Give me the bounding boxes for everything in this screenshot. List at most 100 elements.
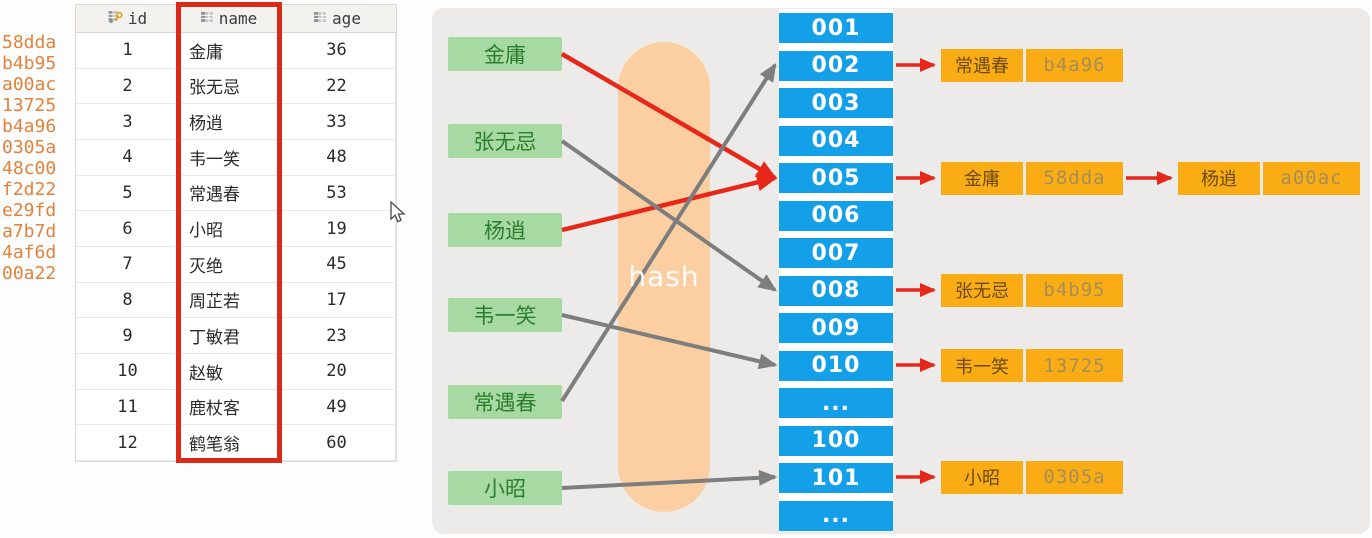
chain-name-box: 金庸 [941, 161, 1023, 195]
chain-name-box: 张无忌 [941, 273, 1023, 307]
column-icon [200, 9, 214, 28]
bucket-box: 101 [779, 463, 893, 493]
column-header-id[interactable]: id [76, 5, 180, 32]
cell-age[interactable]: 45 [278, 247, 396, 283]
cell-id[interactable]: 7 [76, 247, 180, 283]
cell-name[interactable]: 鹤笔翁 [180, 425, 278, 461]
bucket-box: 001 [779, 13, 893, 43]
cell-id[interactable]: 10 [76, 354, 180, 390]
cell-age[interactable]: 19 [278, 211, 396, 247]
column-header-label: age [332, 9, 361, 28]
column-header-label: name [218, 9, 258, 28]
row-hash-label: e29fd [2, 200, 57, 221]
arrow-xiaozhao-to-101 [561, 469, 778, 490]
chain-hash-box: 13725 [1026, 349, 1123, 382]
bucket-box: 006 [779, 200, 893, 231]
hash-diagram-panel: 金庸 张无忌 杨逍 韦一笑 常遇春 小昭 001 002 003 004 005… [432, 8, 1370, 534]
cell-name[interactable]: 鹿杖客 [180, 389, 278, 426]
row-hash-label: 4af6d [2, 242, 57, 263]
bucket-box: 009 [779, 313, 893, 343]
cell-name[interactable]: 赵敏 [180, 354, 278, 390]
cell-age[interactable]: 20 [278, 354, 396, 390]
row-hash-label: 48c00 [2, 158, 57, 179]
chain-name-box: 韦一笑 [941, 349, 1023, 382]
primary-key-icon [108, 9, 123, 28]
chain-hash-box: b4a96 [1026, 48, 1123, 82]
bucket-box: 003 [779, 88, 893, 118]
hash-function-label: hash [628, 260, 700, 293]
row-hash-label: b4a96 [2, 116, 57, 137]
cell-age[interactable]: 60 [278, 425, 396, 461]
bucket-box: 100 [779, 425, 893, 456]
bucket-box: 002 [779, 50, 893, 81]
cell-id[interactable]: 8 [76, 282, 180, 319]
input-name-box: 常遇春 [448, 385, 562, 419]
bucket-box: 004 [779, 125, 893, 156]
cell-age[interactable]: 48 [278, 140, 396, 176]
table-header-row: id name [76, 5, 396, 33]
row-hash-label: 13725 [2, 95, 57, 116]
cell-id[interactable]: 1 [76, 33, 180, 69]
column-icon [313, 9, 327, 28]
chain-name-box: 常遇春 [941, 48, 1023, 82]
row-hash-label: b4b95 [2, 53, 57, 74]
column-header-age[interactable]: age [278, 5, 396, 32]
cell-age[interactable]: 33 [278, 104, 396, 140]
bucket-box: 005 [779, 163, 893, 193]
cell-id[interactable]: 2 [76, 68, 180, 105]
cell-id[interactable]: 12 [76, 425, 180, 461]
input-name-box: 小昭 [448, 471, 562, 505]
cell-age[interactable]: 17 [278, 282, 396, 319]
chain-name-box: 杨逍 [1178, 161, 1260, 195]
bucket-box: 010 [779, 350, 893, 381]
row-hash-label: 58dda [2, 32, 57, 53]
bucket-box: ... [779, 500, 893, 531]
input-name-box: 韦一笑 [448, 298, 562, 332]
cell-id[interactable]: 6 [76, 211, 180, 247]
cell-id[interactable]: 5 [76, 175, 180, 212]
chain-hash-box: a00ac [1263, 161, 1360, 195]
input-name-box: 杨逍 [448, 213, 562, 247]
row-hash-label: a00ac [2, 74, 57, 95]
arrow-changyuchun-to-002 [560, 62, 777, 403]
cell-id[interactable]: 11 [76, 389, 180, 426]
column-header-label: id [127, 9, 148, 28]
arrow-layer [560, 52, 1174, 490]
bucket-box: ... [779, 388, 893, 418]
chain-hash-box: 58dda [1026, 161, 1123, 195]
cell-name[interactable]: 金庸 [180, 33, 278, 69]
cell-age[interactable]: 53 [278, 175, 396, 212]
arrow-weiyixiao-to-010 [561, 313, 778, 370]
column-header-name[interactable]: name [180, 5, 278, 32]
cell-id[interactable]: 4 [76, 140, 180, 176]
database-table: id name [75, 4, 397, 462]
row-hash-label: 0305a [2, 137, 57, 158]
cell-name[interactable]: 周芷若 [180, 282, 278, 319]
table-body: 1 金庸 36 2 张无忌 22 3 杨逍 33 4 韦一笑 48 5 常遇春 … [76, 33, 396, 461]
cell-age[interactable]: 22 [278, 68, 396, 105]
input-name-box: 金庸 [448, 37, 562, 71]
cell-name[interactable]: 韦一笑 [180, 140, 278, 176]
cell-name[interactable]: 杨逍 [180, 104, 278, 140]
hash-function-shape [618, 42, 710, 512]
cell-age[interactable]: 49 [278, 389, 396, 426]
cell-age[interactable]: 23 [278, 318, 396, 354]
chain-hash-box: b4b95 [1026, 273, 1123, 307]
cell-name[interactable]: 常遇春 [180, 175, 278, 212]
cell-name[interactable]: 丁敏君 [180, 318, 278, 354]
input-name-box: 张无忌 [448, 124, 562, 158]
bucket-box: 007 [779, 238, 893, 268]
row-hash-label: 00a22 [2, 263, 57, 284]
cell-name[interactable]: 小昭 [180, 211, 278, 247]
arrow-yangxiao-to-005 [561, 173, 778, 233]
cell-id[interactable]: 9 [76, 318, 180, 354]
cell-age[interactable]: 36 [278, 33, 396, 69]
cell-name[interactable]: 张无忌 [180, 68, 278, 105]
row-hash-label: a7b7d [2, 221, 57, 242]
arrow-zhangwuji-to-008 [560, 139, 777, 292]
chain-name-box: 小昭 [941, 460, 1023, 494]
arrow-jinyong-to-005 [560, 52, 778, 180]
cell-name[interactable]: 灭绝 [180, 247, 278, 283]
cell-id[interactable]: 3 [76, 104, 180, 140]
